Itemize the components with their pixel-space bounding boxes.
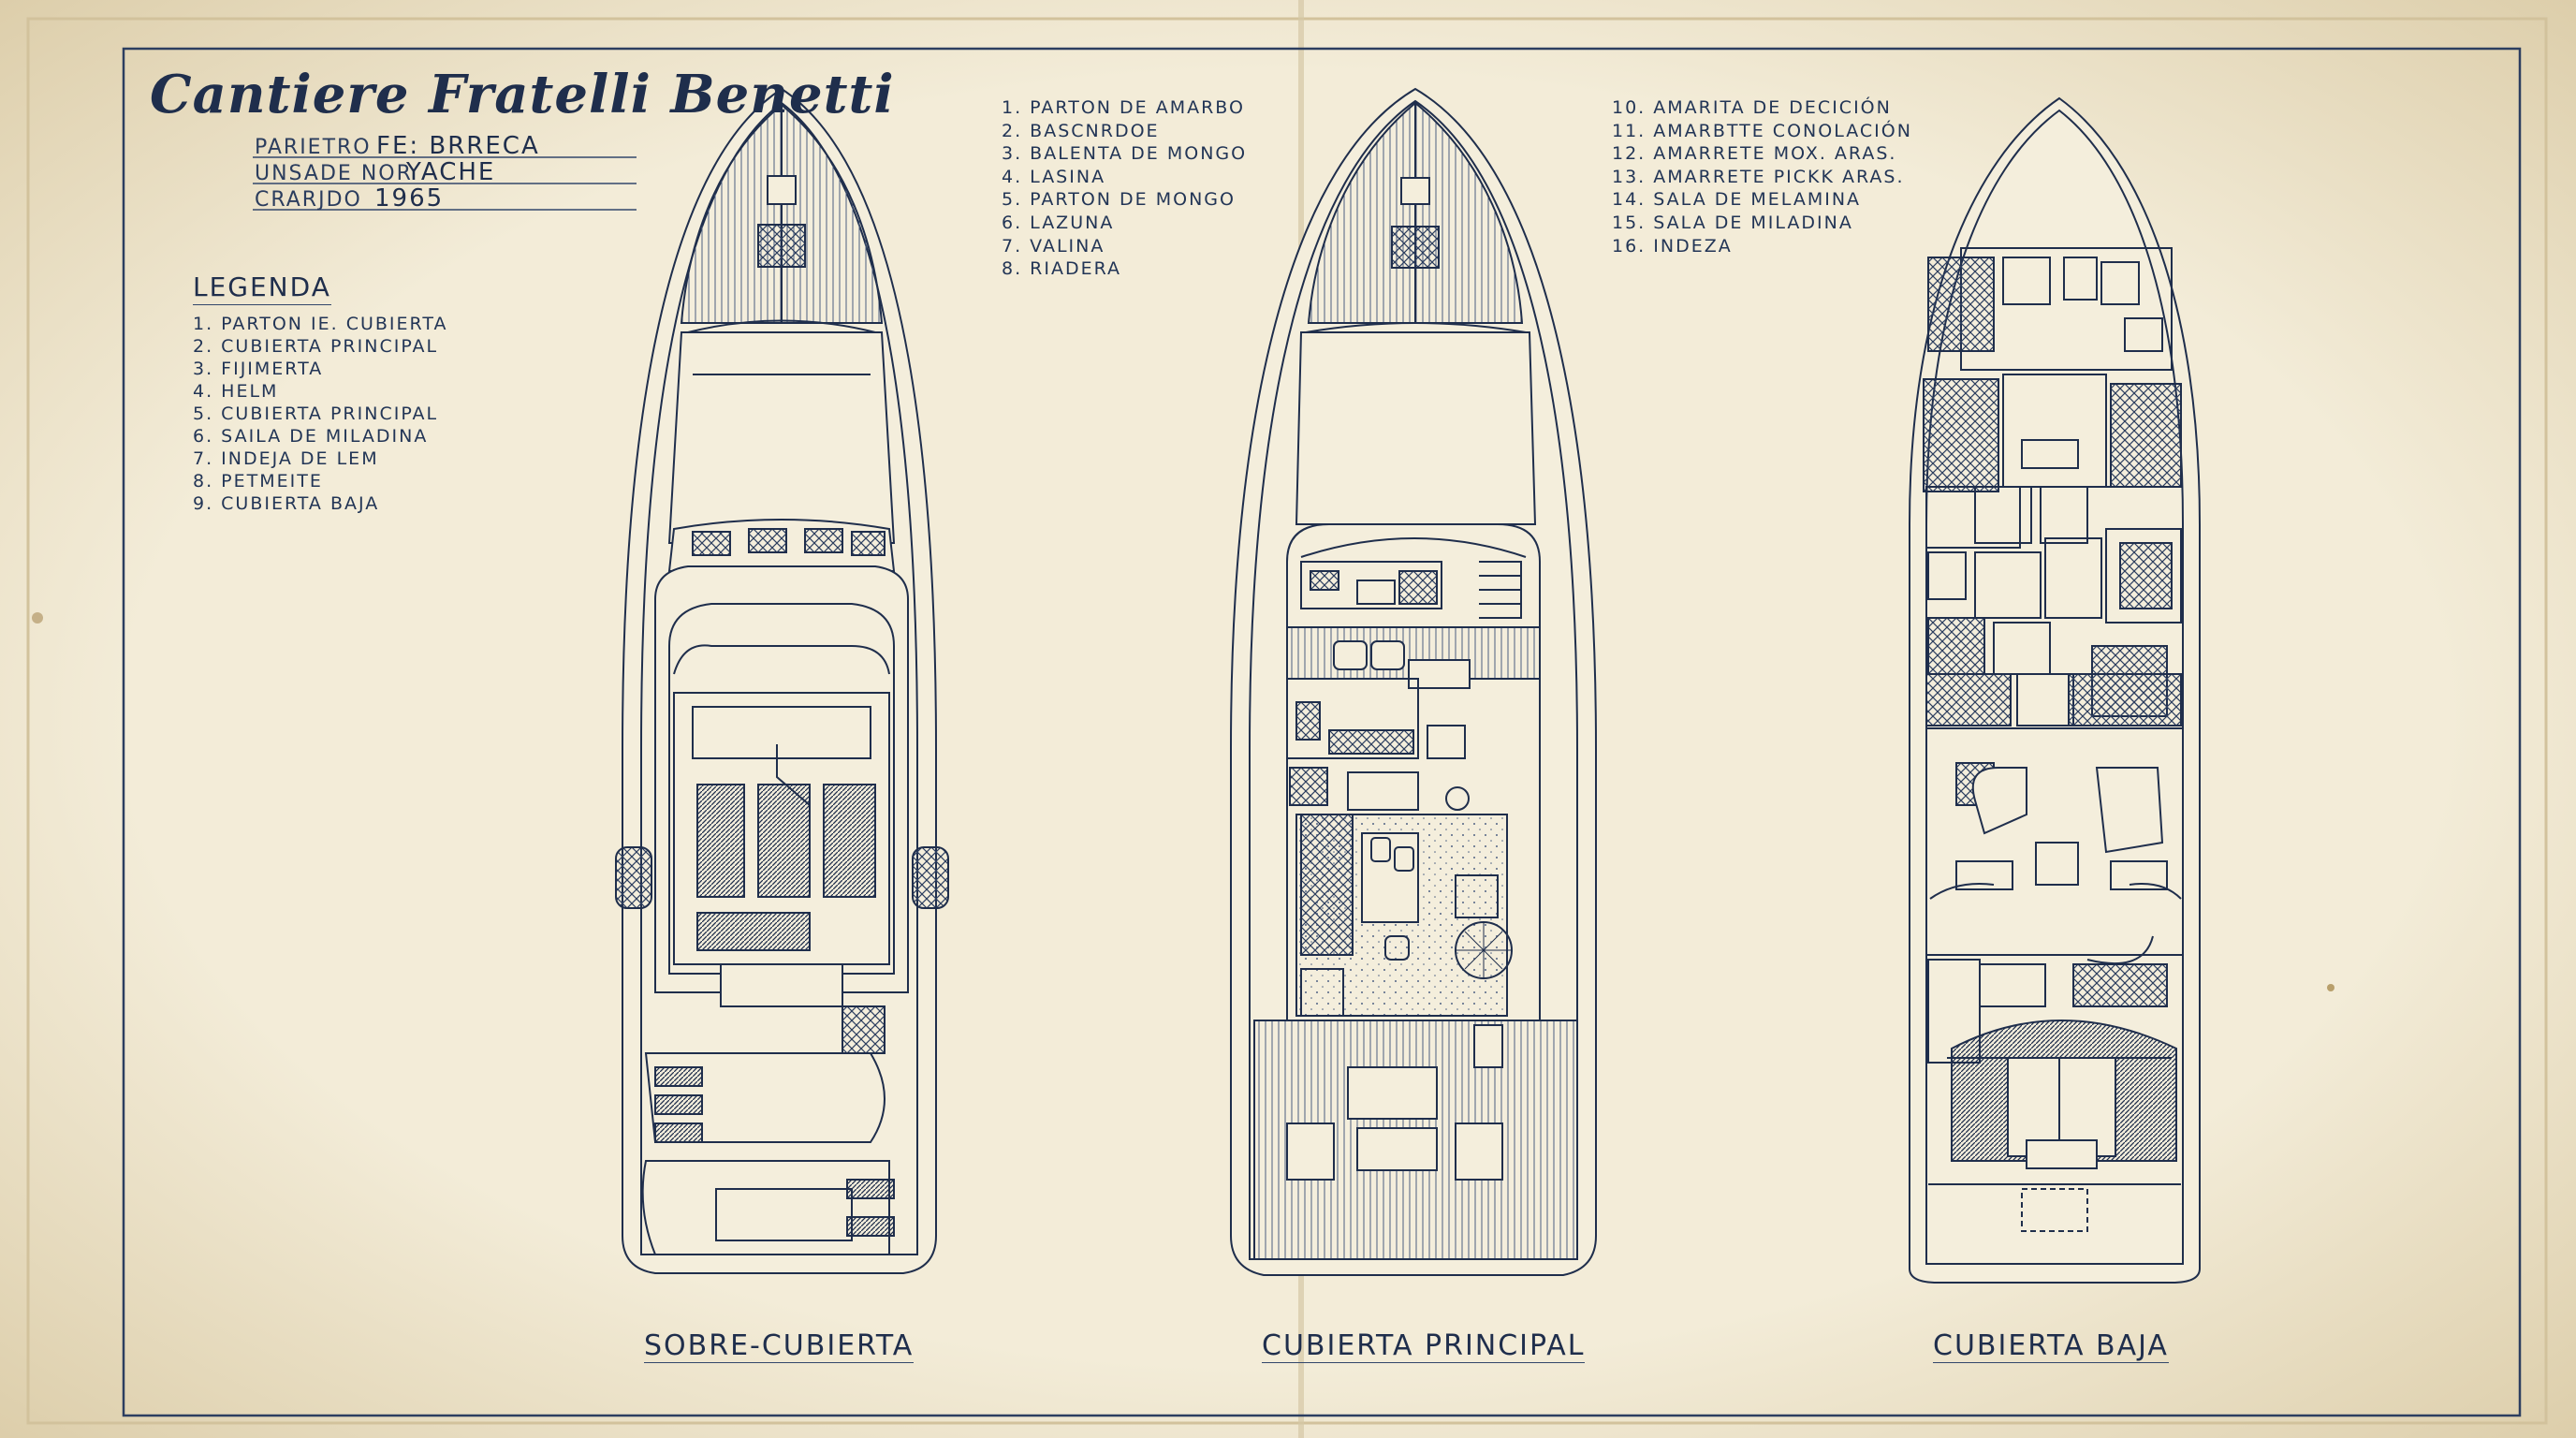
center-component-list: 1. PARTON DE AMARBO 2. BASCNRDOE 3. BALE… [1002,96,1247,281]
list-item: 4. LASINA [1002,166,1106,187]
field-label-crarjdo: CRARJDO [255,188,362,212]
legend-title: LEGENDA [193,271,331,305]
field-label-unsade: UNSADE NOR [255,162,413,185]
field-value-unsade: YACHE [406,158,496,186]
field-value-crarjdo: 1965 [374,184,445,213]
legend-item: 2. CUBIERTA PRINCIPAL [193,336,439,357]
list-item: 5. PARTON DE MONGO [1002,189,1236,211]
legend-item: 8. PETMEITE [193,471,323,492]
list-item: 6. LAZUNA [1002,212,1115,233]
list-item: 2. BASCNRDOE [1002,120,1160,141]
list-item: 16. INDEZA [1612,235,1733,257]
legend-item: 1. PARTON IE. CUBIERTA [193,314,448,334]
right-component-list: 10. AMARITA DE DECICIÓN 11. AMARBTTE CON… [1612,96,1912,257]
deck-title-cubierta-baja: CUBIERTA BAJA [1933,1329,2169,1363]
legend-item: 6. SAILA DE MILADINA [193,426,429,447]
field-value-parietro: FE: BRRECA [376,132,540,160]
legend-list: 1. PARTON IE. CUBIERTA 2. CUBIERTA PRINC… [193,313,448,515]
legend-item: 7. INDEJA DE LEM [193,448,379,469]
brand-title: Cantiere Fratelli Benetti [150,64,895,125]
legend-item: 4. HELM [193,381,279,402]
list-item: 3. BALENTA DE MONGO [1002,143,1248,165]
list-item: 14. SALA DE MELAMINA [1612,189,1862,211]
list-item: 13. AMARRETE PICKK ARAS. [1612,166,1905,187]
list-item: 11. AMARBTTE CONOLACIÓN [1612,120,1912,141]
field-label-parietro: PARIETRO [255,136,372,159]
deck-title-cubierta-principal: CUBIERTA PRINCIPAL [1262,1329,1586,1363]
legend-item: 5. CUBIERTA PRINCIPAL [193,404,439,424]
legend-item: 3. FIJIMERTA [193,359,324,379]
list-item: 15. SALA DE MILADINA [1612,212,1853,233]
list-item: 8. RIADERA [1002,258,1122,280]
legend-item: 9. CUBIERTA BAJA [193,493,380,514]
deck-title-sobre-cubierta: SOBRE-CUBIERTA [644,1329,915,1363]
list-item: 7. VALINA [1002,235,1105,257]
list-item: 1. PARTON DE AMARBO [1002,97,1245,118]
list-item: 10. AMARITA DE DECICIÓN [1612,97,1892,118]
list-item: 12. AMARRETE MOX. ARAS. [1612,143,1897,165]
